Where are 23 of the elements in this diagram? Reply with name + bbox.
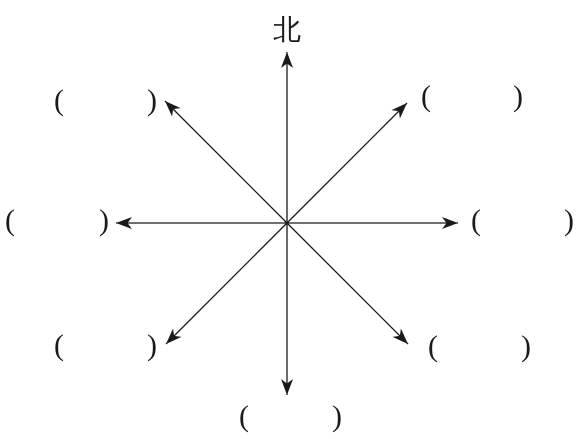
parenthesis: ): [147, 329, 157, 363]
arrow: [281, 52, 293, 223]
direction-label: 北: [273, 17, 301, 45]
parenthesis: ): [521, 330, 531, 364]
parenthesis: (: [421, 80, 431, 114]
parenthesis: (: [239, 400, 249, 434]
arrow: [287, 217, 458, 229]
parenthesis: (: [5, 204, 15, 238]
parenthesis: ): [99, 204, 109, 238]
parenthesis: (: [428, 330, 438, 364]
arrow: [286, 102, 408, 224]
arrow: [166, 222, 288, 344]
arrow: [281, 223, 293, 395]
arrow: [286, 222, 408, 344]
parenthesis: ): [564, 204, 574, 238]
parenthesis: ): [147, 84, 157, 118]
parenthesis: (: [54, 329, 64, 363]
parenthesis: ): [332, 400, 342, 434]
arrow: [116, 217, 287, 229]
arrow: [164, 100, 288, 224]
parenthesis: (: [54, 84, 64, 118]
parenthesis: ): [513, 80, 523, 114]
parenthesis: (: [471, 204, 481, 238]
